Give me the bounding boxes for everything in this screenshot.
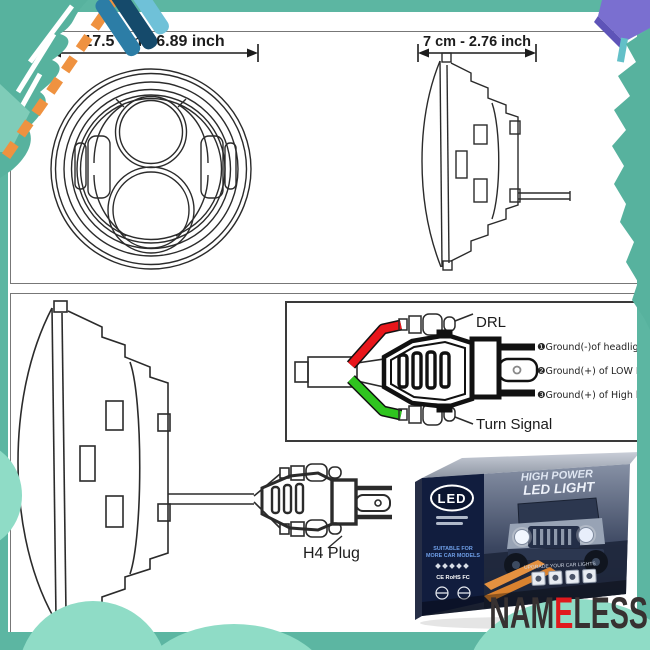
product-box-photo: HIGH POWER LED LIGHT UPGRADE YOUR CAR LI… <box>415 452 640 629</box>
watermark-part2: LESS <box>573 588 648 639</box>
wiring-diagram-box: DRL Turn Signal ❶Ground(-)of headlight ❷… <box>285 301 649 442</box>
led-badge-text: LED <box>438 491 467 506</box>
power-cable <box>294 356 385 388</box>
box-symbol-row <box>435 563 469 569</box>
box-side-line2: MORE CAR MODELS <box>426 553 480 559</box>
palm-leaf-light <box>0 84 30 152</box>
tropical-corner-topleft <box>0 0 169 178</box>
box-beam-glyphs <box>435 586 471 600</box>
teal-stem <box>616 37 629 63</box>
box-top-face <box>422 452 640 478</box>
blue-bamboo-cluster <box>95 0 169 57</box>
box-footer-text: UPGRADE YOUR CAR LIGHTS <box>524 561 597 571</box>
front-view-lines <box>50 68 252 270</box>
drl-wire <box>348 321 402 368</box>
headlight-side-view-diagram: 7 cm - 2.76 inch <box>417 34 571 271</box>
top-diagram-panel <box>10 31 647 284</box>
box-navy-band <box>422 473 484 616</box>
h4-plug-drawing <box>381 329 539 413</box>
frame-left-strip <box>0 0 8 650</box>
nameless-watermark: NAMELESS <box>489 589 648 640</box>
hanging-palm-leaf <box>612 28 650 330</box>
box-headline-2: LED LIGHT <box>523 479 597 498</box>
watermark-part1: NAM <box>489 588 555 639</box>
large-side-view-lines <box>17 300 171 626</box>
orange-dashed-streamer <box>0 0 120 165</box>
box-front-face: HIGH POWER LED LIGHT UPGRADE YOUR CAR LI… <box>422 464 630 616</box>
turn-signal-label: Turn Signal <box>476 416 552 433</box>
h4-plug-assembly <box>168 463 392 549</box>
ground-note-2: ❷Ground(+) of LOW BEAM <box>537 366 647 377</box>
turn-signal-wire <box>348 376 402 419</box>
box-headline-1: HIGH POWER <box>521 468 594 484</box>
box-feature-icons <box>531 568 597 586</box>
wiring-diagram: DRL Turn Signal ❶Ground(-)of headlight ❷… <box>294 313 647 433</box>
drl-connector <box>398 313 474 336</box>
drl-label: DRL <box>476 314 506 331</box>
side-dimension-label: 7 cm - 2.76 inch <box>423 34 531 50</box>
purple-petal-edge <box>594 16 624 48</box>
ground-note-3: ❸Ground(+) of High beam <box>537 390 647 401</box>
ground-note-1: ❶Ground(-)of headlight <box>537 342 647 353</box>
led-oval-badge <box>430 484 474 512</box>
box-left-face <box>415 478 422 620</box>
box-certifications: CE RoHS FC <box>436 575 470 581</box>
headlight-plug-diagram: H4 Plug <box>17 300 392 626</box>
h4-plug-label: H4 Plug <box>303 545 360 562</box>
purple-petal <box>598 0 650 42</box>
watermark-accent-letter: E <box>554 588 574 639</box>
frame-top-strip <box>0 0 650 12</box>
tropical-corner-topright <box>594 0 650 330</box>
box-side-line1: SUITABLE FOR <box>433 546 473 552</box>
side-view-lines <box>421 52 571 271</box>
